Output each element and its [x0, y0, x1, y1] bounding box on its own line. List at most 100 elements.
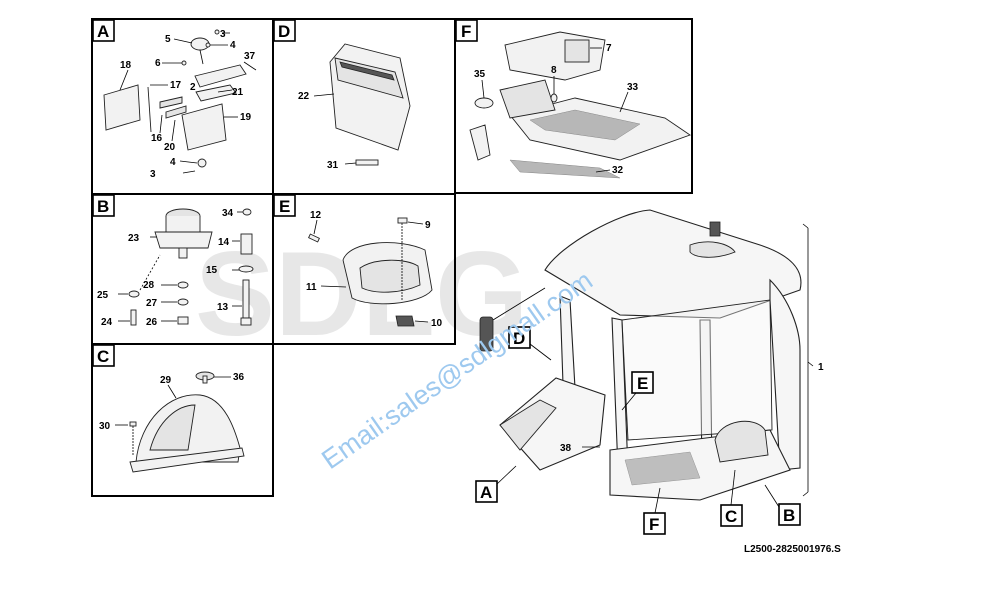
label-e-11: 11 — [306, 282, 317, 293]
plug-8 — [550, 93, 558, 103]
label-e-12: 12 — [310, 210, 322, 221]
svg-text:D: D — [278, 22, 290, 41]
label-b-23: 23 — [128, 233, 140, 244]
drawing-reference: L2500-2825001976.S — [744, 544, 841, 555]
bracket-set — [147, 86, 187, 133]
seat-base — [714, 420, 769, 463]
panel-b-tag: B — [92, 194, 115, 217]
beacon-light — [709, 221, 721, 237]
svg-text:F: F — [649, 515, 659, 534]
svg-text:B: B — [783, 506, 795, 525]
svg-text:C: C — [97, 347, 109, 366]
washer-4 — [197, 158, 207, 168]
svg-text:E: E — [279, 197, 290, 216]
panel-f-tag: F — [455, 19, 478, 42]
left-console — [499, 377, 606, 471]
label-b-28: 28 — [143, 280, 155, 291]
main-tag-c: C — [720, 469, 743, 527]
label-b-24: 24 — [101, 317, 113, 328]
screw-6 — [181, 60, 187, 66]
clip-10 — [395, 315, 415, 327]
label-d-31: 31 — [327, 160, 339, 171]
nut-26 — [177, 316, 189, 325]
label-b-15: 15 — [206, 265, 218, 276]
washer-28 — [177, 281, 189, 289]
bolt-24 — [130, 309, 137, 326]
housing-19 — [181, 103, 227, 151]
storage-box-7 — [564, 39, 590, 63]
cab-roof — [544, 209, 802, 319]
label-main-38: 38 — [560, 443, 572, 454]
main-tag-e: E — [621, 371, 654, 411]
knob-stem — [202, 375, 208, 384]
panel-b-drawing: 23 34 14 15 28 25 27 13 24 26 — [97, 208, 254, 328]
label-b-13: 13 — [217, 302, 229, 313]
label-f-8: 8 — [551, 65, 557, 76]
label-b-14: 14 — [218, 237, 230, 248]
label-f-7: 7 — [606, 43, 612, 54]
mount-flange-23 — [154, 231, 213, 249]
cup-holder-35 — [474, 97, 494, 109]
label-c-36: 36 — [233, 372, 245, 383]
label-a-4: 4 — [230, 40, 236, 51]
label-f-33: 33 — [627, 82, 639, 93]
screw-31 — [355, 159, 379, 166]
panel-e-tag: E — [273, 194, 296, 217]
label-a-20: 20 — [164, 142, 176, 153]
screw-9 — [397, 217, 408, 224]
label-b-27: 27 — [146, 298, 158, 309]
floor-grid-main — [624, 451, 701, 486]
label-b-34: 34 — [222, 208, 234, 219]
main-tag-b: B — [764, 484, 801, 526]
floor-grid — [529, 109, 641, 141]
main-tag-d: D — [508, 326, 552, 361]
label-f-32: 32 — [612, 165, 624, 176]
roof-hatch — [689, 241, 736, 258]
panel-c-tag: C — [92, 344, 115, 367]
label-a-16: 16 — [151, 133, 163, 144]
svg-text:C: C — [725, 507, 737, 526]
panel-f-frame — [454, 18, 693, 194]
label-f-35: 35 — [474, 69, 486, 80]
label-a-3: 3 — [220, 29, 226, 40]
label-a-2: 2 — [190, 82, 196, 93]
screw-12 — [308, 233, 320, 243]
label-a-3b: 3 — [150, 169, 156, 180]
label-a-19: 19 — [240, 112, 252, 123]
label-e-10: 10 — [431, 318, 443, 329]
label-a-17: 17 — [170, 80, 182, 91]
washer-27 — [177, 298, 189, 306]
label-a-4b: 4 — [170, 157, 176, 168]
screw-30 — [129, 421, 137, 427]
label-b-25: 25 — [97, 290, 109, 301]
main-tag-a: A — [475, 465, 517, 503]
main-tag-f: F — [643, 487, 666, 535]
duct-grille — [339, 61, 395, 81]
label-d-22: 22 — [298, 91, 310, 102]
side-mirror — [479, 316, 494, 352]
panel-d-tag: D — [273, 19, 296, 42]
svg-text:B: B — [97, 197, 109, 216]
washer-15 — [238, 265, 254, 273]
panel-21 — [194, 64, 247, 88]
panel-c-frame — [91, 343, 274, 497]
floor-plate-32 — [509, 159, 621, 179]
panel-a-drawing: 3 4 5 6 37 18 17 2 21 19 16 20 4 3 — [103, 29, 257, 180]
cover-18 — [103, 84, 141, 131]
label-a-37: 37 — [244, 51, 256, 62]
bolt-13 — [242, 279, 250, 319]
mount-stud — [178, 247, 188, 259]
label-b-26: 26 — [146, 317, 158, 328]
bolt-3 — [214, 29, 220, 35]
svg-text:E: E — [637, 374, 648, 393]
label-a-21: 21 — [232, 87, 244, 98]
panel-d-drawing: 22 31 — [298, 43, 411, 171]
label-main-1: 1 — [818, 362, 824, 373]
label-c-30: 30 — [99, 421, 111, 432]
panel-e-drawing: 12 9 11 10 — [306, 210, 443, 329]
label-a-18: 18 — [120, 60, 132, 71]
panel-a-tag: A — [92, 19, 115, 42]
cover-base — [129, 447, 245, 473]
label-a-5: 5 — [165, 34, 171, 45]
